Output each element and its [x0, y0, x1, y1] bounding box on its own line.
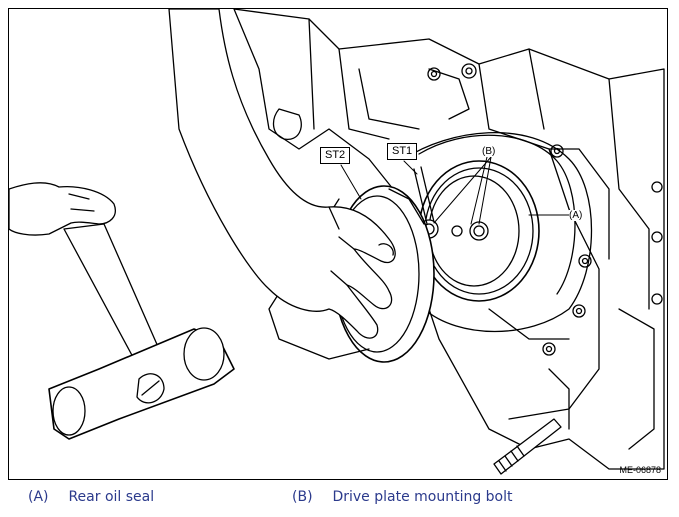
figure-id: ME-06878	[619, 465, 661, 475]
long-bolt	[493, 418, 562, 475]
callout-a: (A)	[569, 210, 583, 221]
hammer	[48, 223, 235, 440]
legend-key: (A)	[28, 489, 49, 505]
legend-label: Rear oil seal	[68, 489, 155, 505]
callout-st2: ST2	[320, 147, 351, 164]
callout-st1: ST1	[387, 143, 418, 160]
left-hand	[9, 182, 116, 236]
legend-label: Drive plate mounting bolt	[332, 489, 513, 505]
legend-key: (B)	[292, 489, 313, 505]
leader-lines	[340, 156, 575, 225]
illustration-frame: ST2 ST1 (B) (A) ME-06878	[8, 8, 668, 480]
callout-b: (B)	[482, 146, 496, 157]
legend-item-a: (A) Rear oil seal	[28, 489, 154, 505]
engine-illustration	[9, 9, 665, 475]
st1-tool	[413, 166, 435, 225]
right-hand	[168, 9, 396, 339]
block-bolts	[427, 63, 663, 356]
legend-item-b: (B) Drive plate mounting bolt	[292, 489, 513, 505]
